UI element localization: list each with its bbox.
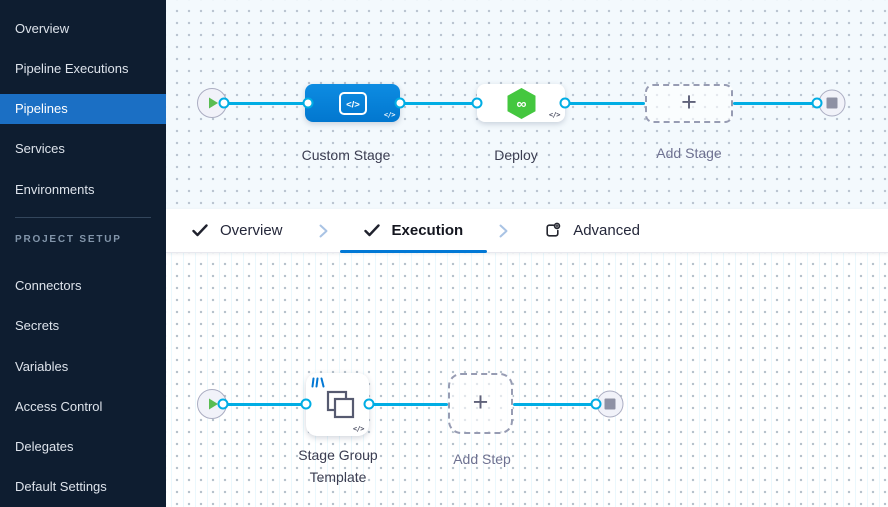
sidebar-item-label: Connectors (15, 278, 82, 294)
execution-canvas: </> + Stage Group Template Add Step (166, 253, 888, 507)
custom-stage-label: Custom Stage (301, 147, 391, 163)
sidebar-item-environments[interactable]: Environments (0, 174, 166, 204)
yaml-code-icon: </> (383, 111, 396, 119)
plus-icon: + (472, 387, 489, 417)
sidebar-item-label: Overview (15, 20, 70, 36)
stage-group-icon (326, 390, 354, 418)
sidebar-item-default-settings[interactable]: Default Settings (0, 472, 166, 502)
stop-icon (604, 398, 616, 410)
stage-group-template-node[interactable]: </> (306, 373, 369, 436)
play-icon (208, 97, 218, 109)
add-step-label: Add Step (453, 451, 511, 467)
check-icon (192, 224, 208, 237)
sidebar-item-label: Services (15, 141, 65, 157)
play-icon (208, 398, 218, 410)
add-stage-label: Add Stage (656, 145, 722, 161)
sidebar-item-label: Secrets (15, 318, 60, 334)
sidebar-item-label: Pipeline Executions (15, 60, 129, 76)
connector-dot (300, 398, 312, 410)
connector-line (565, 102, 645, 105)
yaml-code-icon: </> (548, 111, 561, 119)
sidebar-item-label: Pipelines (15, 101, 68, 117)
sidebar-item-overview[interactable]: Overview (0, 13, 166, 43)
sidebar-item-label: Access Control (15, 398, 103, 414)
add-step-button[interactable]: + (448, 373, 513, 434)
deploy-stage-label: Deploy (494, 147, 538, 163)
connector-dot (218, 97, 230, 109)
stage-group-template-label: Stage Group Template (298, 447, 378, 485)
main-area: </> </> ∞ </> + C (166, 0, 888, 507)
sidebar-item-pipelines[interactable]: Pipelines (0, 93, 166, 124)
sidebar-item-access-control[interactable]: Access Control (0, 391, 166, 421)
connector-dot (363, 398, 375, 410)
tab-label: Advanced (573, 222, 640, 239)
sidebar-item-label: Default Settings (15, 479, 107, 495)
connector-dot (217, 398, 229, 410)
sidebar-item-secrets[interactable]: Secrets (0, 311, 166, 341)
chevron-right-icon (499, 224, 508, 238)
sidebar-divider (15, 217, 151, 219)
tab-advanced[interactable]: Advanced (520, 209, 664, 252)
custom-stage-node[interactable]: </> </> (305, 84, 400, 122)
connector-dot (559, 97, 571, 109)
add-stage-button[interactable]: + (645, 84, 733, 123)
deploy-cd-icon: ∞ (507, 87, 535, 119)
check-icon (363, 224, 380, 237)
sidebar-item-connectors[interactable]: Connectors (0, 270, 166, 300)
connector-dot (302, 97, 314, 109)
sidebar-item-variables[interactable]: Variables (0, 351, 166, 381)
project-setup-heading: PROJECT SETUP (15, 234, 122, 246)
sidebar-item-pipeline-executions[interactable]: Pipeline Executions (0, 53, 166, 83)
sidebar-item-label: Delegates (15, 439, 74, 455)
connector-line (223, 403, 306, 406)
connector-line (513, 403, 596, 406)
chevron-right-icon (319, 224, 328, 238)
yaml-code-icon: </> (352, 425, 365, 433)
connector-dot (590, 398, 602, 410)
connector-dot (394, 97, 406, 109)
sidebar-item-delegates[interactable]: Delegates (0, 432, 166, 462)
sidebar: Overview Pipeline Executions Pipelines S… (0, 0, 166, 507)
plus-icon: + (681, 87, 697, 117)
tab-label: Execution (391, 222, 464, 239)
sidebar-item-label: Environments (15, 181, 95, 197)
tab-label: Overview (220, 222, 283, 239)
connector-line (400, 102, 477, 105)
custom-stage-icon: </> (338, 91, 367, 115)
sidebar-item-label: Variables (15, 358, 69, 374)
deploy-stage-node[interactable]: ∞ </> (477, 84, 565, 122)
tab-overview[interactable]: Overview (168, 209, 307, 252)
pipeline-end-node (818, 89, 846, 117)
sidebar-item-services[interactable]: Services (0, 134, 166, 164)
svg-text:</>: </> (346, 99, 360, 110)
stop-icon (826, 97, 838, 109)
tab-execution[interactable]: Execution (339, 209, 488, 253)
connector-dot (811, 97, 823, 109)
stage-canvas: </> </> ∞ </> + C (166, 0, 888, 209)
connector-line (369, 403, 448, 406)
svg-text:∞: ∞ (516, 95, 526, 111)
template-badge-icon (311, 377, 325, 388)
pipeline-studio-tabbar: Overview Execution Advanced (166, 209, 888, 253)
connector-line (733, 102, 817, 105)
connector-line (224, 102, 308, 105)
advanced-settings-icon (546, 222, 561, 237)
pipeline-start-node (197, 88, 227, 118)
connector-dot (471, 97, 483, 109)
